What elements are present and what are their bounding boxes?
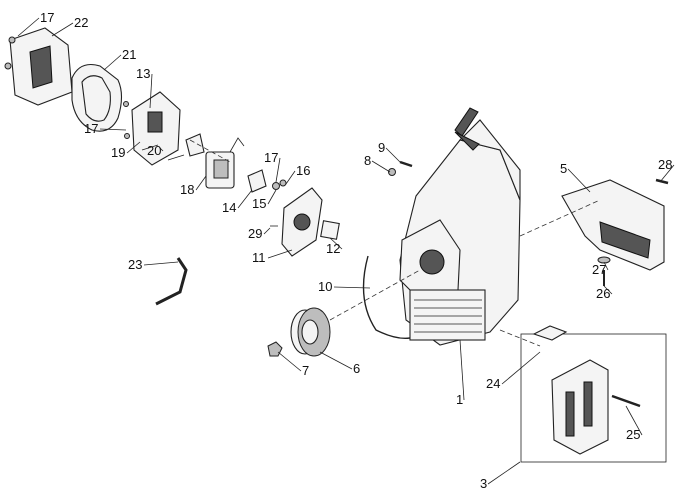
- clutch-drum: [267, 307, 331, 357]
- muffler: [551, 359, 641, 455]
- part-label-23: 23: [128, 257, 142, 272]
- leader-line: [603, 285, 613, 295]
- part-label-28: 28: [658, 157, 672, 172]
- leader-line: [333, 286, 371, 289]
- part-label-27: 27: [592, 262, 606, 277]
- leader-line: [267, 189, 277, 205]
- part-label-5: 5: [560, 161, 567, 176]
- muffler-box: [520, 333, 667, 463]
- leader-line: [275, 157, 281, 183]
- throttle-cable: [362, 255, 411, 340]
- part-label-29: 29: [248, 226, 262, 241]
- part-label-20: 20: [147, 143, 161, 158]
- part-label-12: 12: [326, 241, 340, 256]
- part-label-19: 19: [111, 145, 125, 160]
- leader-line: [385, 147, 401, 163]
- leader-line: [99, 128, 127, 131]
- part-label-21: 21: [122, 47, 136, 62]
- part-label-6: 6: [353, 361, 360, 376]
- part-label-11: 11: [252, 250, 266, 265]
- leader-line: [149, 73, 153, 109]
- leader-line: [487, 461, 521, 485]
- part-label-13: 13: [136, 66, 150, 81]
- part-label-26: 26: [596, 286, 610, 301]
- leader-line: [143, 261, 179, 266]
- carburetor: [185, 133, 245, 189]
- leader-line: [126, 141, 141, 154]
- leader-line: [51, 22, 74, 37]
- leader-line: [567, 168, 591, 193]
- part-label-17: 17: [84, 121, 98, 136]
- leader-line: [625, 405, 643, 436]
- leader-line: [459, 339, 465, 401]
- part-label-8: 8: [364, 153, 371, 168]
- leader-line: [501, 351, 541, 385]
- nut: [272, 182, 280, 190]
- part-label-16: 16: [296, 163, 310, 178]
- part-label-1: 1: [456, 392, 463, 407]
- part-label-7: 7: [302, 363, 309, 378]
- air-filter-element: [71, 63, 123, 132]
- leader-line: [237, 189, 253, 209]
- part-label-3: 3: [480, 476, 487, 491]
- leader-line: [267, 249, 293, 259]
- leader-line: [277, 351, 302, 372]
- part-label-14: 14: [222, 200, 236, 215]
- part-label-10: 10: [318, 279, 332, 294]
- part-label-15: 15: [252, 196, 266, 211]
- gasket: [247, 169, 267, 193]
- leader-line: [603, 261, 609, 271]
- part-label-24: 24: [486, 376, 500, 391]
- leader-line: [263, 227, 271, 235]
- leader-line: [371, 160, 391, 173]
- part-label-22: 22: [74, 15, 88, 30]
- intake-plate: [270, 187, 340, 257]
- hex-key: [155, 257, 188, 306]
- leader-line: [103, 54, 122, 71]
- leader-line: [329, 237, 343, 250]
- part-label-18: 18: [180, 182, 194, 197]
- air-filter-cover: [4, 27, 73, 106]
- leader-line: [659, 164, 675, 183]
- part-label-25: 25: [626, 427, 640, 442]
- part-label-17: 17: [40, 10, 54, 25]
- engine: [399, 107, 521, 346]
- engine-cover: [561, 179, 665, 271]
- washer: [279, 179, 287, 187]
- part-label-17: 17: [264, 150, 278, 165]
- leader-line: [17, 17, 40, 37]
- leader-line: [195, 175, 207, 191]
- leader-line: [285, 170, 296, 185]
- leader-line: [319, 351, 353, 370]
- part-label-9: 9: [378, 140, 385, 155]
- leader-line: [159, 147, 164, 152]
- filter-base-plate: [123, 91, 185, 166]
